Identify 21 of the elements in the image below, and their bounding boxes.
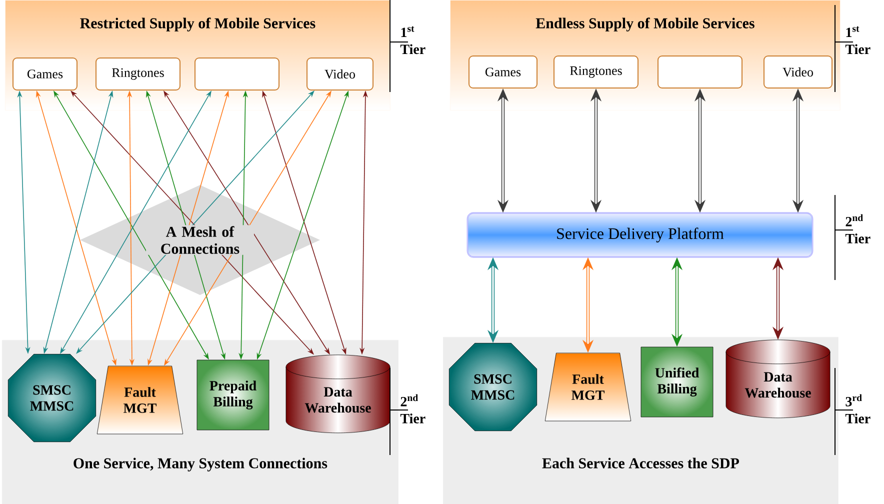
tier-label: 2$^{nd}$ Tier	[400, 394, 426, 424]
mesh-label: A Mesh of Connections	[146, 225, 254, 255]
service-box: Ringtones	[96, 58, 180, 90]
service-box: Ringtones	[554, 56, 638, 88]
tier-label: 2$^{nd}$ Tier	[845, 214, 870, 244]
database-cylinder: Data Warehouse	[286, 354, 390, 434]
octagon-node: SMSC MMSC	[8, 354, 96, 442]
billing-box: Unified Billing	[640, 346, 714, 418]
octagon-node: SMSC MMSC	[448, 342, 538, 432]
service-box: Games	[468, 56, 538, 88]
tier-label: 3$^{rd}$ Tier	[845, 394, 870, 424]
service-box: Video	[764, 56, 832, 88]
billing-box: Prepaid Billing	[196, 360, 270, 430]
service-box: Video	[306, 58, 374, 90]
tier-label: 1$^{st}$ Tier	[845, 26, 870, 54]
database-cylinder: Data Warehouse	[726, 340, 830, 418]
service-box	[658, 56, 742, 88]
platform-bar: Service Delivery Platform	[466, 212, 814, 258]
service-box	[194, 58, 280, 90]
tier-label: 1$^{st}$ Tier	[400, 26, 426, 54]
service-box: Games	[12, 58, 78, 90]
